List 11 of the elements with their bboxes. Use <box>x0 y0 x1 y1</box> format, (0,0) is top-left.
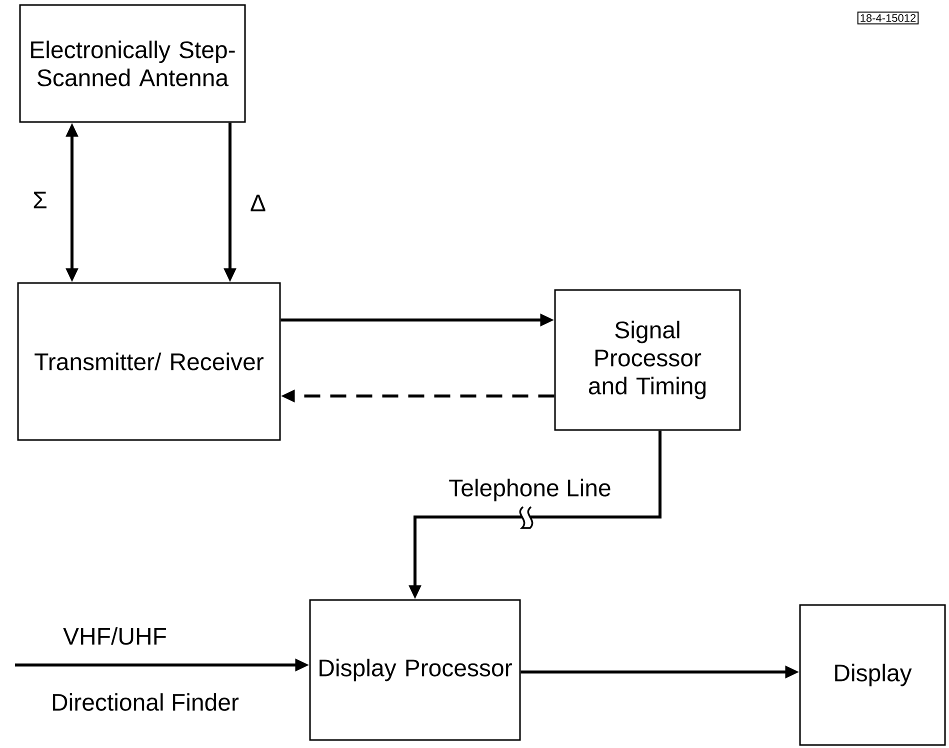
edge-label: Σ <box>32 190 48 210</box>
process-box: Display Processor <box>309 599 521 741</box>
edge-label: Telephone Line <box>448 478 612 502</box>
edge-label: VHF/UHF <box>62 626 168 646</box>
edge-label: Δ <box>249 194 268 212</box>
label: Directional Finder <box>52 693 239 711</box>
process-box: Display <box>799 604 946 746</box>
process-box: Electronically Step-Scanned Antenna <box>19 4 246 123</box>
figure-number: 18-4-15012 <box>857 12 919 24</box>
process-box: Signal Processor and Timing <box>554 289 741 431</box>
process-box: Transmitter/ Receiver <box>17 282 281 441</box>
